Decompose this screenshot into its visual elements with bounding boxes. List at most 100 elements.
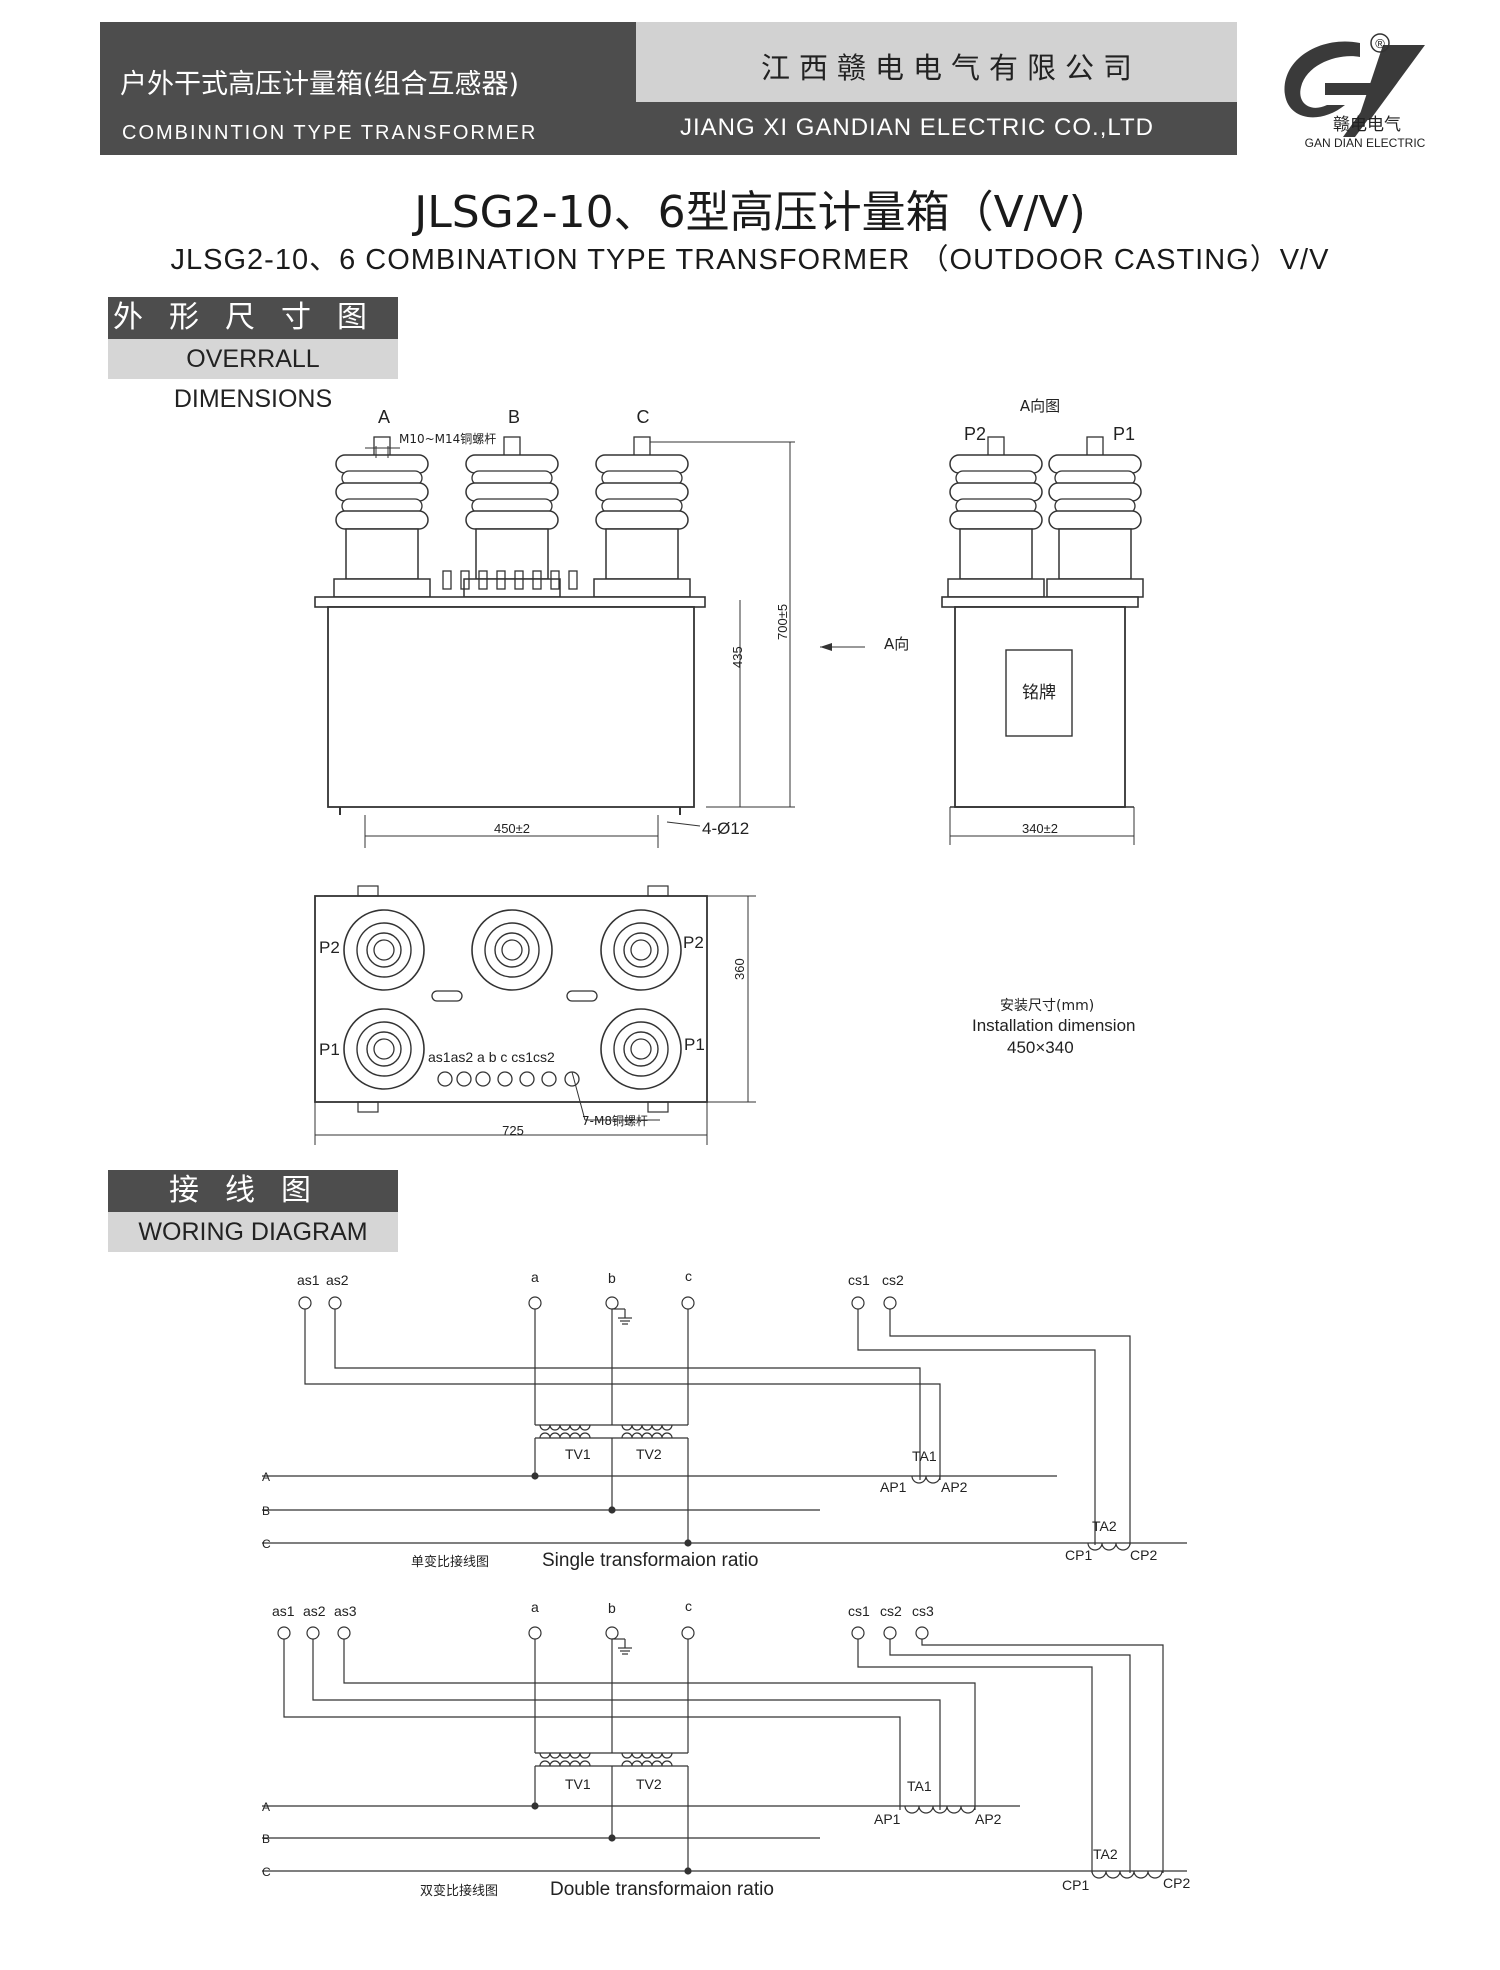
single-ap2: AP2 — [941, 1479, 968, 1495]
phase-b-label: B — [508, 407, 520, 427]
company-logo: ® 赣电电气 GAN DIAN ELECTRIC — [1284, 33, 1426, 150]
phase-c-label: C — [637, 407, 650, 427]
single-label-a: a — [531, 1269, 539, 1285]
top-p2-left: P2 — [319, 938, 340, 957]
view-arrow-label: A向 — [884, 635, 909, 653]
page-title-en: JLSG2-10、6 COMBINATION TYPE TRANSFORMER … — [170, 244, 1330, 276]
double-label-cs2: cs2 — [880, 1603, 902, 1619]
double-line-c: C — [262, 1865, 271, 1879]
front-box — [327, 606, 695, 808]
single-caption-en: Single transformaion ratio — [542, 1550, 759, 1571]
terminal-bolt-note: 7-M8铜螺杆 — [582, 1113, 648, 1128]
insulator-c — [593, 436, 691, 598]
side-p1-label: P1 — [1113, 424, 1135, 444]
top-p2-right: P2 — [683, 933, 704, 952]
double-cp1: CP1 — [1062, 1877, 1089, 1893]
single-tv2: TV2 — [636, 1446, 662, 1462]
front-view — [314, 436, 865, 848]
top-view — [314, 885, 756, 1145]
top-depth-dim: 360 — [732, 958, 747, 980]
total-height-dim: 700±5 — [775, 604, 790, 640]
single-cp2: CP2 — [1130, 1547, 1157, 1563]
nameplate-label: 铭牌 — [1022, 683, 1056, 703]
double-label-cs1: cs1 — [848, 1603, 870, 1619]
single-caption-cn: 单变比接线图 — [411, 1554, 489, 1570]
front-lid — [314, 596, 706, 608]
double-ta1: TA1 — [907, 1778, 932, 1794]
mounting-holes: 4-Ø12 — [702, 819, 749, 838]
phase-a-label: A — [378, 407, 390, 427]
section-dimensions-en: OVERRALL DIMENSIONS — [108, 339, 398, 413]
install-value: 450×340 — [1007, 1038, 1074, 1057]
single-ta1: TA1 — [912, 1448, 937, 1464]
body-height-dim: 435 — [730, 646, 745, 668]
single-label-as2: as2 — [326, 1272, 349, 1288]
double-ap2: AP2 — [975, 1811, 1002, 1827]
top-terminal-labels: as1as2 a b c cs1cs2 — [428, 1049, 555, 1065]
double-label-a: a — [531, 1599, 539, 1615]
side-view-title: A向图 — [1020, 397, 1060, 415]
header-company-cn: 江西赣电电气有限公司 — [636, 22, 1237, 102]
single-label-cs1: cs1 — [848, 1272, 870, 1288]
category-cn: 户外干式高压计量箱(组合互感器) — [120, 69, 520, 100]
double-label-cs3: cs3 — [912, 1603, 934, 1619]
single-line-b: B — [262, 1504, 270, 1518]
side-insulator-p2 — [947, 436, 1045, 598]
double-tv2: TV2 — [636, 1776, 662, 1792]
header-product-category: 户外干式高压计量箱(组合互感器) COMBINNTION TYPE TRANSF… — [100, 22, 636, 155]
top-p1-right: P1 — [684, 1035, 705, 1054]
logo-cn: 赣电电气 — [1333, 115, 1401, 135]
registered-mark: ® — [1375, 36, 1385, 51]
bolt-note: M10~M14铜螺杆 — [399, 431, 496, 446]
page-title-cn: JLSG2-10、6型高压计量箱（V/V) — [414, 187, 1086, 238]
double-line-b: B — [262, 1832, 270, 1846]
double-caption-cn: 双变比接线图 — [420, 1883, 498, 1899]
category-en: COMBINNTION TYPE TRANSFORMER — [122, 122, 538, 144]
single-cp1: CP1 — [1065, 1547, 1092, 1563]
single-label-as1: as1 — [297, 1272, 320, 1288]
top-length-dim: 725 — [502, 1123, 524, 1138]
side-p2-label: P2 — [964, 424, 986, 444]
nameplate — [1005, 649, 1073, 737]
side-width-dim: 340±2 — [1022, 821, 1058, 836]
double-label-as1: as1 — [272, 1603, 295, 1619]
section-dimensions-cn: 外形尺寸图 — [108, 297, 398, 339]
top-p1-left: P1 — [319, 1040, 340, 1059]
double-ta2: TA2 — [1093, 1846, 1118, 1862]
side-insulator-p1 — [1046, 436, 1144, 598]
header-company-en: JIANG XI GANDIAN ELECTRIC CO.,LTD — [636, 102, 1237, 155]
single-label-b: b — [608, 1270, 616, 1286]
single-label-c: c — [685, 1268, 692, 1284]
section-wiring-cn: 接线图 — [108, 1170, 398, 1212]
double-caption-en: Double transformaion ratio — [550, 1879, 774, 1900]
double-ratio-diagram — [262, 1626, 1187, 1879]
secondary-terminals — [442, 570, 578, 590]
double-label-c: c — [685, 1598, 692, 1614]
section-wiring-header: 接线图 WORING DIAGRAM — [108, 1170, 398, 1252]
double-line-a: A — [262, 1800, 270, 1814]
install-title-cn: 安装尺寸(mm) — [1000, 998, 1094, 1014]
section-dimensions-header: 外形尺寸图 OVERRALL DIMENSIONS — [108, 297, 398, 413]
section-wiring-en: WORING DIAGRAM — [108, 1212, 398, 1252]
single-line-c: C — [262, 1537, 271, 1551]
single-tv1: TV1 — [565, 1446, 591, 1462]
double-label-as3: as3 — [334, 1603, 357, 1619]
double-label-as2: as2 — [303, 1603, 326, 1619]
single-label-cs2: cs2 — [882, 1272, 904, 1288]
double-cp2: CP2 — [1163, 1875, 1190, 1891]
side-view — [941, 436, 1144, 845]
install-title-en: Installation dimension — [972, 1016, 1135, 1035]
double-tv1: TV1 — [565, 1776, 591, 1792]
front-width-dim: 450±2 — [494, 821, 530, 836]
company-name-cn: 江西赣电电气有限公司 — [761, 51, 1142, 85]
company-name-en: JIANG XI GANDIAN ELECTRIC CO.,LTD — [680, 114, 1154, 141]
single-ap1: AP1 — [880, 1479, 907, 1495]
logo-en: GAN DIAN ELECTRIC — [1305, 136, 1426, 150]
insulator-a — [333, 436, 431, 598]
single-ta2: TA2 — [1092, 1518, 1117, 1534]
double-ap1: AP1 — [874, 1811, 901, 1827]
single-line-a: A — [262, 1470, 270, 1484]
single-ratio-diagram — [262, 1296, 1187, 1551]
double-label-b: b — [608, 1600, 616, 1616]
